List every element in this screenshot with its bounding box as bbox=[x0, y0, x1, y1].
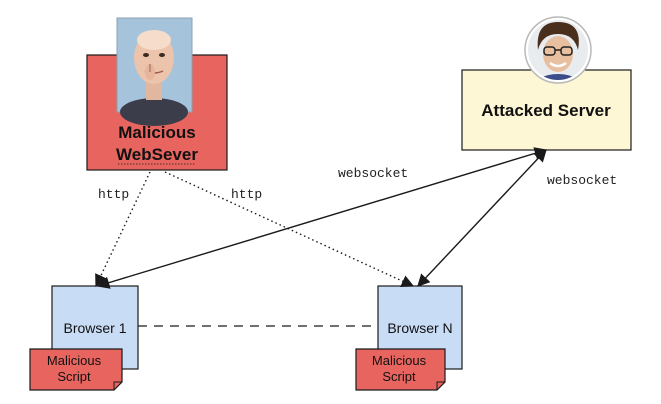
browser-n-script-line2: Script bbox=[382, 369, 416, 384]
http-label-right: http bbox=[231, 187, 262, 202]
browser-1-script-line1: Malicious bbox=[47, 353, 102, 368]
browser-1-label: Browser 1 bbox=[63, 320, 126, 336]
malicious-webserver-title-line2: WebSever bbox=[116, 145, 198, 164]
http-arrow-to-browser-n bbox=[164, 171, 415, 287]
browser-1-node: Browser 1 bbox=[51, 285, 139, 370]
websocket-label-left: websocket bbox=[338, 166, 408, 181]
http-label-left: http bbox=[98, 187, 129, 202]
attacked-server-node: Attacked Server bbox=[461, 69, 632, 151]
attacked-server-title: Attacked Server bbox=[481, 101, 611, 120]
browser-1-script-line2: Script bbox=[57, 369, 91, 384]
attacked-server-box bbox=[461, 69, 632, 151]
spy-hero-portrait-icon bbox=[524, 16, 592, 84]
websocket-arrow-browser-n bbox=[417, 149, 547, 287]
browser-n-label: Browser N bbox=[387, 320, 452, 336]
browser-n-malicious-script: Malicious Script bbox=[355, 348, 446, 391]
bald-villain-portrait-icon bbox=[116, 17, 193, 126]
websocket-label-right: websocket bbox=[547, 173, 617, 188]
malicious-webserver-title-line1: Malicious bbox=[118, 123, 195, 142]
browser-1-malicious-script: Malicious Script bbox=[29, 348, 123, 391]
browser-n-script-line1: Malicious bbox=[372, 353, 427, 368]
